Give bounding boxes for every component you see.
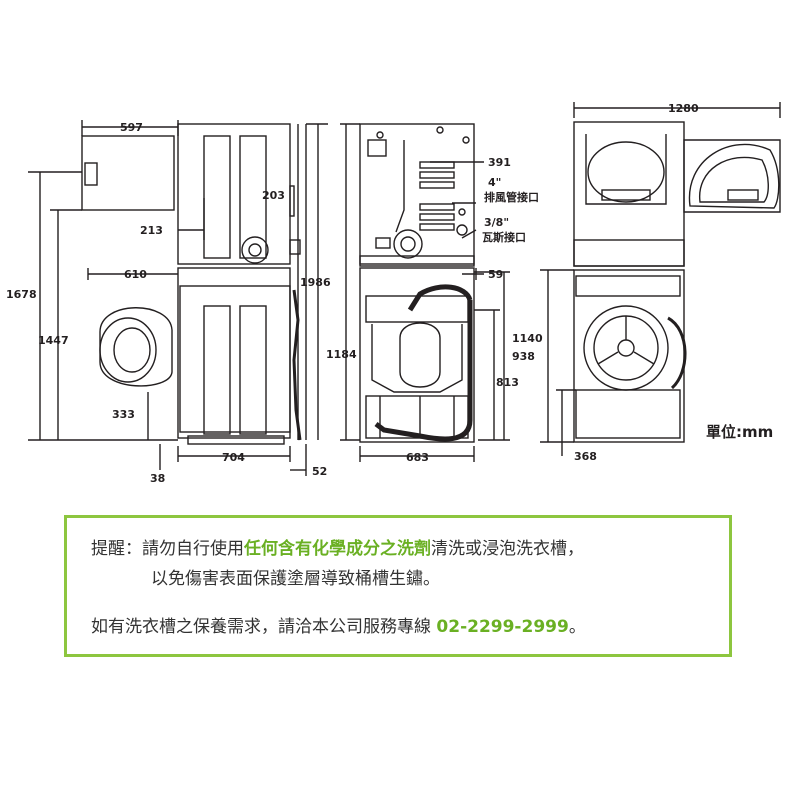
notice-line3-end: 。 (568, 617, 586, 637)
dim-597: 597 (120, 121, 143, 134)
dim-38: 38 (150, 472, 165, 485)
dim-59: 59 (488, 268, 503, 281)
dim-368: 368 (574, 450, 597, 463)
dim-1986: 1986 (300, 276, 331, 289)
care-notice-box: 提醒：請勿自行使用任何含有化學成分之洗劑清洗或浸泡洗衣槽， 以免傷害表面保護塗層… (64, 515, 732, 657)
back-dimension-lines (340, 123, 510, 462)
dim-391: 391 (488, 156, 511, 169)
side-view (81, 123, 307, 445)
notice-line-3: 如有洗衣槽之保養需求，請洽本公司服務專線 02-2299-2999。 (91, 616, 586, 638)
notice-line-1: 提醒：請勿自行使用任何含有化學成分之洗劑清洗或浸泡洗衣槽， (91, 538, 584, 560)
unit-label: 單位:mm (706, 423, 773, 441)
front-view (573, 121, 781, 443)
dim-213: 213 (140, 224, 163, 237)
notice-line2-text: 以免傷害表面保護塗層導致桶槽生鏽。 (151, 569, 440, 589)
dim-1678: 1678 (6, 288, 37, 301)
dim-333: 333 (112, 408, 135, 421)
dim-938: 938 (512, 350, 535, 363)
gas-port-label: 瓦斯接口 (482, 230, 526, 244)
gas-size-label: 3/8" (484, 216, 509, 229)
dim-1280: 1280 (668, 102, 699, 115)
vent-size-label: 4" (488, 176, 501, 189)
dim-52: 52 (312, 465, 327, 478)
dim-1140: 1140 (512, 332, 543, 345)
back-view (359, 123, 475, 443)
front-dimension-lines (540, 102, 781, 456)
notice-line1-after: 清洗或浸泡洗衣槽， (431, 539, 584, 559)
notice-chemical-warning: 任何含有化學成分之洗劑 (244, 539, 431, 559)
dim-610: 610 (124, 268, 147, 281)
dim-1184: 1184 (326, 348, 357, 361)
dim-704: 704 (222, 451, 245, 464)
dim-203: 203 (262, 189, 285, 202)
notice-line3-text: 如有洗衣槽之保養需求，請洽本公司服務專線 (91, 617, 437, 637)
notice-prefix: 提醒： (91, 539, 142, 559)
dim-1447: 1447 (38, 334, 69, 347)
dimension-labels: 597 203 213 610 1678 1986 1447 1184 333 … (6, 102, 699, 485)
side-dimension-lines (28, 120, 328, 476)
notice-line1-before: 請勿自行使用 (142, 539, 244, 559)
service-phone[interactable]: 02-2299-2999 (436, 617, 569, 637)
dim-683: 683 (406, 451, 429, 464)
connection-labels: 4" 排風管接口 3/8" 瓦斯接口 (482, 176, 539, 244)
notice-line-2: 以免傷害表面保護塗層導致桶槽生鏽。 (151, 568, 440, 590)
dim-813: 813 (496, 376, 519, 389)
vent-port-label: 排風管接口 (484, 190, 539, 204)
